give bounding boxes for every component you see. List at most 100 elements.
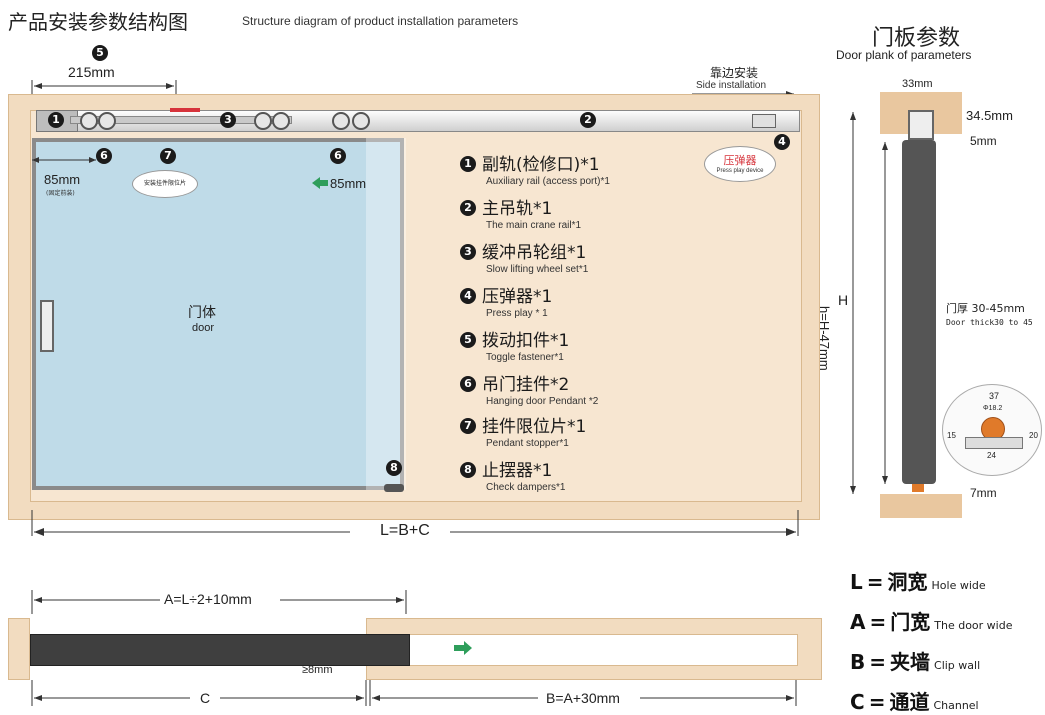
- dim-7mm: 7mm: [970, 486, 997, 500]
- def-key: C: [850, 690, 865, 714]
- cavity-inner: [406, 634, 798, 666]
- press-play-device: [752, 114, 776, 128]
- legend-number: 4: [460, 287, 476, 304]
- dim-H-line: [850, 112, 856, 494]
- legend-en: Hanging door Pendant *2: [486, 396, 599, 407]
- door-label-en: door: [192, 322, 215, 334]
- dim-5mm: 5mm: [970, 134, 997, 148]
- legend-number: 1: [460, 155, 476, 172]
- green-arrow-small: [312, 177, 328, 189]
- page-title-cn: 产品安装参数结构图: [8, 10, 188, 34]
- def-cn: 洞宽: [887, 570, 928, 594]
- door-label-cn: 门体: [188, 305, 216, 321]
- check-damper: [384, 484, 404, 492]
- legend-en: Press play * 1: [486, 308, 548, 319]
- legend-cn: 拨动扣件*1: [482, 331, 570, 351]
- detail-24: 24: [987, 451, 996, 460]
- door-plank-title-en: Door plank of parameters: [836, 48, 972, 62]
- legend-number: 2: [460, 199, 476, 216]
- def-en: Clip wall: [934, 659, 981, 672]
- legend-item-2: 2 主吊轨*1 The main crane rail*1: [460, 194, 690, 231]
- press-play-en: Press play device: [716, 168, 764, 174]
- dim-B-line: [369, 680, 797, 706]
- legend-cn: 主吊轨*1: [482, 199, 553, 219]
- callout-5: 5: [92, 45, 108, 61]
- dim-A-line: [31, 590, 407, 614]
- label-H: H: [838, 292, 849, 308]
- legend-item-4: 4 压弹器*1 Press play * 1: [460, 282, 690, 319]
- legend-cn: 挂件限位片*1: [482, 417, 587, 437]
- def-cn: 通道: [889, 690, 930, 714]
- legend-en: Slow lifting wheel set*1: [486, 264, 589, 275]
- pendant-stopper-label: 安装挂件限位片: [143, 180, 186, 187]
- door-overlap: [366, 138, 406, 490]
- formula-A: A=L÷2+10mm: [164, 591, 252, 607]
- legend-number: 3: [460, 243, 476, 260]
- dim-85-left-line: [32, 157, 96, 163]
- def-cn: 门宽: [890, 610, 931, 634]
- dim-33mm: 33mm: [902, 78, 933, 90]
- door-plank-title-cn: 门板参数: [872, 26, 961, 51]
- label-h: h=H-47mm: [817, 306, 832, 371]
- legend-en: The main crane rail*1: [486, 220, 582, 231]
- legend-en: Check dampers*1: [486, 482, 566, 493]
- press-play-bubble: 压弹器 Press play device: [704, 146, 776, 182]
- bottom-wood-block: [880, 494, 962, 518]
- wheel-set-left: [70, 112, 292, 130]
- gap-label: ≥8mm: [302, 664, 333, 676]
- door-handle: [40, 300, 54, 352]
- def-en: The door wide: [934, 619, 1013, 632]
- legend-item-3: 3 缓冲吊轮组*1 Slow lifting wheel set*1: [460, 238, 690, 275]
- door-top-view: [30, 634, 410, 666]
- dim-85mm-right: 85mm: [330, 176, 367, 191]
- door-plank-panel: [902, 140, 936, 484]
- callout-8: 8: [386, 460, 402, 476]
- detail-37: 37: [989, 391, 1000, 401]
- callout-3: 3: [220, 112, 236, 128]
- dim-34-5mm: 34.5mm: [966, 108, 1013, 123]
- dim-85mm-left-note: (固定前装): [46, 190, 75, 197]
- thickness-en: Door thick30 to 45: [946, 318, 1033, 327]
- legend-en: Toggle fastener*1: [486, 352, 564, 363]
- def-key: B: [850, 650, 866, 674]
- dim-h-line: [882, 142, 888, 484]
- callout-7: 7: [160, 148, 176, 164]
- callout-4: 4: [774, 134, 790, 150]
- callout-2: 2: [580, 112, 596, 128]
- legend-item-6: 6 吊门挂件*2 Hanging door Pendant *2: [460, 370, 690, 407]
- callout-6-right: 6: [330, 148, 346, 164]
- legend-en: Pendant stopper*1: [486, 438, 569, 449]
- legend-number: 7: [460, 417, 476, 434]
- formula-B: B=A+30mm: [546, 690, 620, 706]
- legend-en: Auxiliary rail (access port)*1: [486, 176, 610, 187]
- legend-cn: 吊门挂件*2: [482, 375, 570, 395]
- legend-cn: 缓冲吊轮组*1: [482, 243, 587, 263]
- detail-15: 15: [947, 431, 956, 440]
- side-install-cn: 靠边安装: [710, 66, 759, 80]
- dim-215mm: 215mm: [68, 64, 115, 80]
- legend-cn: 止摆器*1: [482, 461, 553, 481]
- pendant-stopper-bubble: 安装挂件限位片: [132, 170, 198, 198]
- def-en: Channel: [933, 699, 979, 712]
- legend-item-7: 7 挂件限位片*1 Pendant stopper*1: [460, 412, 690, 449]
- main-diagram: 5 215mm 靠边安装 Side installation 1 3 2 4: [0, 40, 830, 550]
- rail-profile: [908, 110, 934, 140]
- damper-plate: [965, 437, 1023, 449]
- legend-cn: 压弹器*1: [482, 287, 553, 307]
- page-title-en: Structure diagram of product installatio…: [242, 14, 519, 28]
- def-en: Hole wide: [931, 579, 986, 592]
- legend-number: 6: [460, 375, 476, 392]
- wheel-set-right: [330, 112, 380, 130]
- callout-1: 1: [48, 112, 64, 128]
- def-key: A: [850, 610, 866, 634]
- def-cn: 夹墙: [890, 650, 931, 674]
- callout-6-left: 6: [96, 148, 112, 164]
- door-panel: [32, 138, 404, 490]
- dim-C-line: [31, 680, 367, 706]
- dim-85mm-left: 85mm: [44, 172, 81, 187]
- legend-number: 8: [460, 461, 476, 478]
